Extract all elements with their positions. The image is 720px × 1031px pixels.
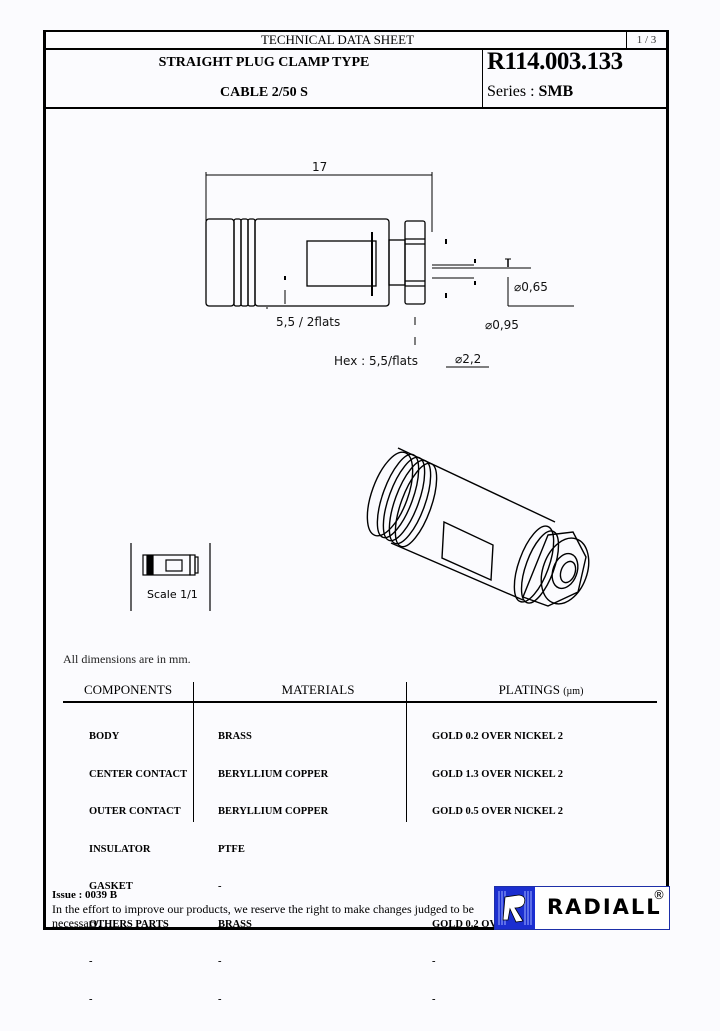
table-row-component: GASKET (89, 881, 133, 892)
brand-name: RADIALL (547, 895, 662, 919)
issue-number: Issue : 0039 B (52, 889, 118, 901)
series-value: SMB (538, 83, 574, 100)
product-description: STRAIGHT PLUG CLAMP TYPE CABLE 2/50 S (46, 48, 483, 107)
table-row-component: INSULATOR (89, 843, 151, 855)
table-row-plating: GOLD 0.2 OVER NICKEL 2 (432, 731, 563, 742)
dimension-flats: 5,5 / 2flats (276, 315, 341, 329)
series: Series : SMB (487, 83, 573, 101)
product-type: STRAIGHT PLUG CLAMP TYPE (158, 55, 370, 70)
disclaimer: In the effort to improve our products, w… (52, 902, 474, 930)
table-row-material: BERYLLIUM COPPER (218, 768, 329, 780)
data-sheet-frame: TECHNICAL DATA SHEET 1 / 3 STRAIGHT PLUG… (43, 30, 670, 1005)
sheet-title: TECHNICAL DATA SHEET (260, 32, 415, 47)
part-reference: R114.003.133 (487, 48, 623, 75)
dimension-dia-065: ⌀0,65 (514, 280, 548, 294)
table-row-component: OTHERS PARTS (89, 918, 169, 930)
cable-type: CABLE 2/50 S (220, 85, 308, 100)
table-row-plating: - (432, 956, 436, 967)
table-row-material: PTFE (218, 843, 245, 855)
table-row-component: CENTER CONTACT (89, 768, 188, 780)
components-table: COMPONENTS MATERIALS PLATINGS (µm) BODY … (63, 680, 657, 1005)
header-main: STRAIGHT PLUG CLAMP TYPE CABLE 2/50 S R1… (46, 48, 666, 109)
header-materials: MATERIALS (281, 682, 355, 697)
table-row-component: OUTER CONTACT (89, 806, 181, 817)
side-view-drawing (130, 172, 590, 611)
table-row-material: - (218, 993, 222, 1005)
table-row-material: - (218, 956, 222, 967)
radiall-r-mark-icon (495, 887, 535, 929)
table-row-plating: GOLD 0.5 OVER NICKEL 2 (432, 806, 563, 817)
platings-column: GOLD 0.2 OVER NICKEL 2 GOLD 1.3 OVER NIC… (432, 706, 563, 1031)
table-row-material: - (218, 881, 222, 892)
table-row-plating: GOLD 1.3 OVER NICKEL 2 (432, 768, 563, 780)
dimension-length: 17 (312, 160, 328, 174)
header-platings-unit: (µm) (563, 686, 584, 697)
radiall-logo: RADIALL ® (494, 886, 670, 930)
components-column: BODY CENTER CONTACT OUTER CONTACT INSULA… (89, 706, 187, 1031)
series-label: Series : (487, 83, 539, 100)
header-platings: PLATINGS (µm) (425, 682, 657, 698)
registered-mark: ® (653, 888, 665, 902)
header-platings-label: PLATINGS (498, 682, 560, 697)
scale-label: Scale 1/1 (147, 588, 198, 601)
column-divider (193, 682, 194, 822)
dimension-dia-095: ⌀0,95 (485, 318, 519, 332)
table-row-component: - (89, 993, 93, 1005)
table-row-material: BRASS (218, 731, 252, 742)
page-number: 1 / 3 (626, 32, 666, 48)
header-top-bar: TECHNICAL DATA SHEET 1 / 3 (46, 32, 666, 50)
table-row-component: - (89, 956, 93, 967)
table-row-material: BERYLLIUM COPPER (218, 806, 329, 817)
table-row-plating (432, 844, 563, 857)
dimension-hex: Hex : 5,5/flats (334, 354, 418, 368)
dimension-dia-22: ⌀2,2 (455, 352, 482, 366)
table-row-component: BODY (89, 731, 120, 742)
table-row-plating: - (432, 993, 436, 1005)
units-note: All dimensions are in mm. (63, 652, 191, 666)
table-header: COMPONENTS MATERIALS PLATINGS (µm) (63, 680, 657, 703)
materials-column: BRASS BERYLLIUM COPPER BERYLLIUM COPPER … (218, 706, 328, 1031)
column-divider (406, 682, 407, 822)
table-row-material: BRASS (218, 918, 252, 930)
header-components: COMPONENTS (83, 682, 173, 697)
